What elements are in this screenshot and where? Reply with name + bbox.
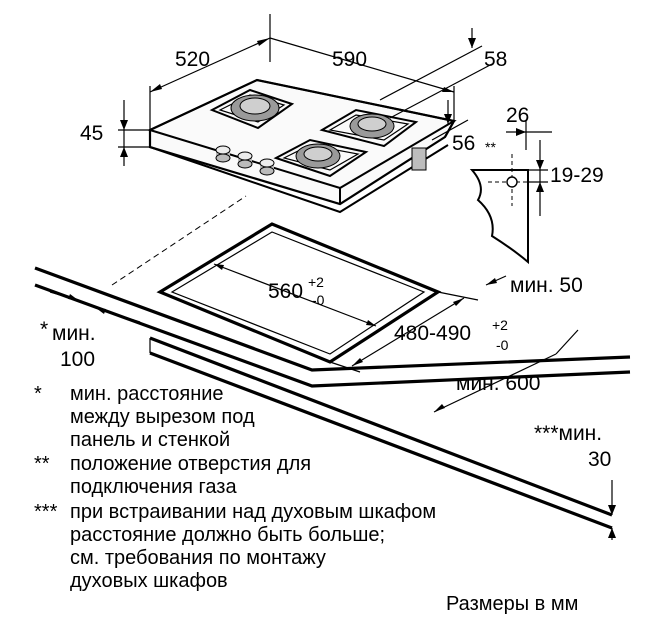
legend-3-marker: *** — [34, 501, 58, 523]
side-min-label: мин. — [52, 322, 96, 345]
pipe-depth-label: 56 — [452, 132, 475, 155]
gas-fitting-detail — [469, 120, 552, 265]
cutout-depth-base: 480-490 — [394, 322, 471, 345]
cutout-depth-label: 480-490 — [394, 322, 471, 345]
knob-2-icon — [237, 151, 253, 169]
legend-1-line-2: между вырезом под — [70, 406, 255, 428]
hob-depth-label: 520 — [175, 48, 210, 71]
oven-min-value: 30 — [588, 448, 611, 471]
dimension-lines — [49, 14, 616, 540]
knob-1-icon — [215, 145, 231, 163]
side-min-value: 100 — [60, 348, 95, 371]
worktop-front-min-label: мин. 50 — [510, 274, 583, 297]
legend-2-line-1: положение отверстия для — [70, 453, 311, 475]
fitting-width-label: 26 — [506, 104, 529, 127]
legend-2-line-2: подключения газа — [70, 476, 237, 498]
burner-rear-left — [209, 88, 295, 130]
legend-3-line-1: при встраивании над духовым шкафом — [70, 501, 436, 523]
worktop — [34, 266, 631, 530]
legend-3-line-2: расстояние должно быть больше; — [70, 524, 385, 546]
cutout-depth-tol-lower: -0 — [496, 337, 509, 353]
units-note: Размеры в мм — [446, 593, 578, 615]
oven-min-label: ***мин. — [534, 422, 602, 445]
hob-back-offset-label: 58 — [484, 48, 507, 71]
pipe-position-marker: ** — [485, 139, 496, 155]
legend-3-line-3: см. требования по монтажу — [70, 547, 326, 569]
side-min-marker: * — [40, 318, 48, 341]
legend-1-line-3: панель и стенкой — [70, 429, 230, 451]
hob-height-label: 45 — [80, 122, 103, 145]
burner-front — [273, 138, 369, 178]
control-knobs — [215, 145, 275, 176]
hob-width-label: 590 — [332, 48, 367, 71]
legend-3-line-4: духовых шкафов — [70, 570, 228, 592]
cutout-depth-tol-upper: +2 — [492, 317, 508, 333]
cutout-width-base: 560 — [268, 280, 303, 303]
cutout-width-tol-upper: +2 — [308, 274, 324, 290]
alignment-dashed-line — [111, 195, 247, 286]
knob-3-icon — [259, 158, 275, 176]
cutout-width-label: 560 — [268, 280, 303, 303]
gas-hole-icon — [506, 176, 518, 188]
cutout-width-tol-lower: -0 — [312, 292, 325, 308]
burner-right — [319, 108, 419, 148]
legend-1-line-1: мин. расстояние — [70, 383, 224, 405]
legend-1-marker: * — [34, 383, 42, 405]
legend: * мин. расстояние между вырезом под пане… — [34, 383, 436, 592]
fitting-height-label: 19-29 — [550, 164, 604, 187]
hob — [147, 78, 457, 214]
worktop-min-depth-label: мин. 600 — [456, 372, 540, 395]
legend-2-marker: ** — [34, 453, 50, 475]
